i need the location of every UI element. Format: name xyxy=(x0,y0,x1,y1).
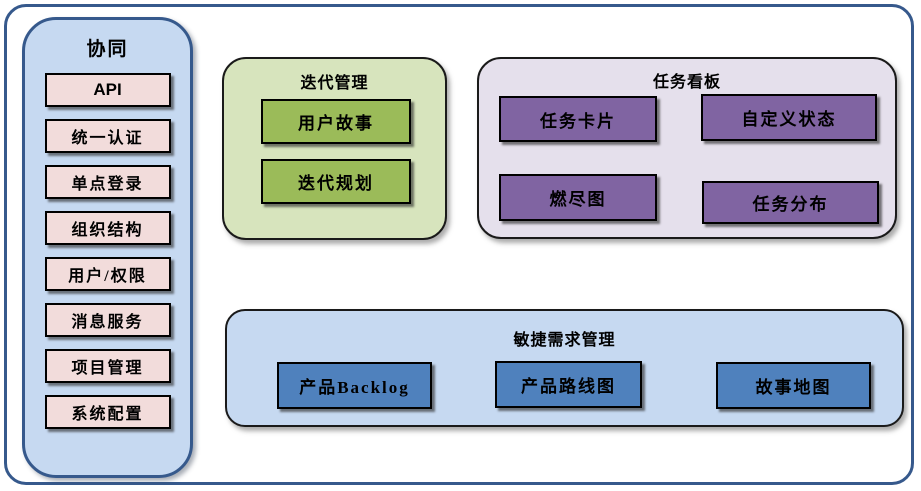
collaboration-panel: 协同 API 统一认证 单点登录 组织结构 用户/权限 消息服务 项目管理 系统… xyxy=(22,17,193,478)
collaboration-panel-title: 协同 xyxy=(86,39,129,60)
sidebar-item-unified-auth: 统一认证 xyxy=(44,119,171,153)
iteration-management-title: 迭代管理 xyxy=(300,75,369,92)
agile-requirements-title: 敏捷需求管理 xyxy=(513,332,616,349)
requirements-item-product-roadmap: 产品路线图 xyxy=(495,361,642,408)
iteration-management-panel: 迭代管理 用户故事 迭代规划 xyxy=(222,57,447,240)
sidebar-item-project-management: 项目管理 xyxy=(44,349,171,383)
requirements-item-story-map: 故事地图 xyxy=(716,362,871,409)
taskboard-item-custom-status: 自定义状态 xyxy=(701,94,877,141)
requirements-item-product-backlog: 产品Backlog xyxy=(277,362,432,409)
task-board-panel: 任务看板 任务卡片 自定义状态 燃尽图 任务分布 xyxy=(477,57,897,239)
iteration-item-iteration-planning: 迭代规划 xyxy=(261,159,411,204)
task-board-title: 任务看板 xyxy=(652,74,721,91)
taskboard-item-task-cards: 任务卡片 xyxy=(499,96,657,142)
collaboration-item-list: API 统一认证 单点登录 组织结构 用户/权限 消息服务 项目管理 系统配置 xyxy=(25,73,190,429)
sidebar-item-system-config: 系统配置 xyxy=(44,395,171,429)
sidebar-item-user-permissions: 用户/权限 xyxy=(44,257,171,291)
sidebar-item-sso: 单点登录 xyxy=(44,165,171,199)
agile-requirements-panel: 敏捷需求管理 产品Backlog 产品路线图 故事地图 xyxy=(225,309,904,427)
taskboard-item-task-distribution: 任务分布 xyxy=(702,181,879,224)
iteration-item-user-stories: 用户故事 xyxy=(261,99,411,144)
sidebar-item-api: API xyxy=(44,73,171,107)
sidebar-item-message-service: 消息服务 xyxy=(44,303,171,337)
sidebar-item-org-structure: 组织结构 xyxy=(44,211,171,245)
taskboard-item-burndown-chart: 燃尽图 xyxy=(499,174,657,221)
outer-frame: 协同 API 统一认证 单点登录 组织结构 用户/权限 消息服务 项目管理 系统… xyxy=(4,4,914,485)
